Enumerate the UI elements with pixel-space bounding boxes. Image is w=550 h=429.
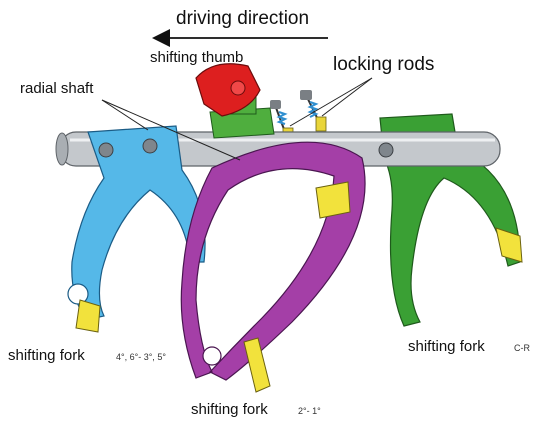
fork-left-label: shifting fork: [8, 347, 85, 364]
fork-left-gears: 4°, 6°- 3°, 5°: [116, 352, 166, 362]
fork-right-label: shifting fork: [408, 338, 485, 355]
shifting-fork-right: [379, 113, 523, 327]
leader-lines: [101, 77, 373, 161]
fork-right-gears: C-R: [514, 343, 530, 353]
locking-rods-label: locking rods: [333, 54, 435, 75]
radial-shaft-label: radial shaft: [20, 80, 94, 97]
shifting-thumb-label: shifting thumb: [150, 49, 244, 66]
driving-direction-label: driving direction: [176, 8, 310, 29]
fork-middle-label: shifting fork: [191, 401, 268, 418]
shifting-fork-middle: [180, 141, 366, 393]
bolts: [98, 138, 394, 158]
shifting-thumb: [195, 63, 275, 139]
fork-middle-gears: 2°- 1°: [298, 406, 321, 416]
shifting-fork-left: [67, 125, 206, 333]
left-arrow-icon: [152, 29, 328, 47]
